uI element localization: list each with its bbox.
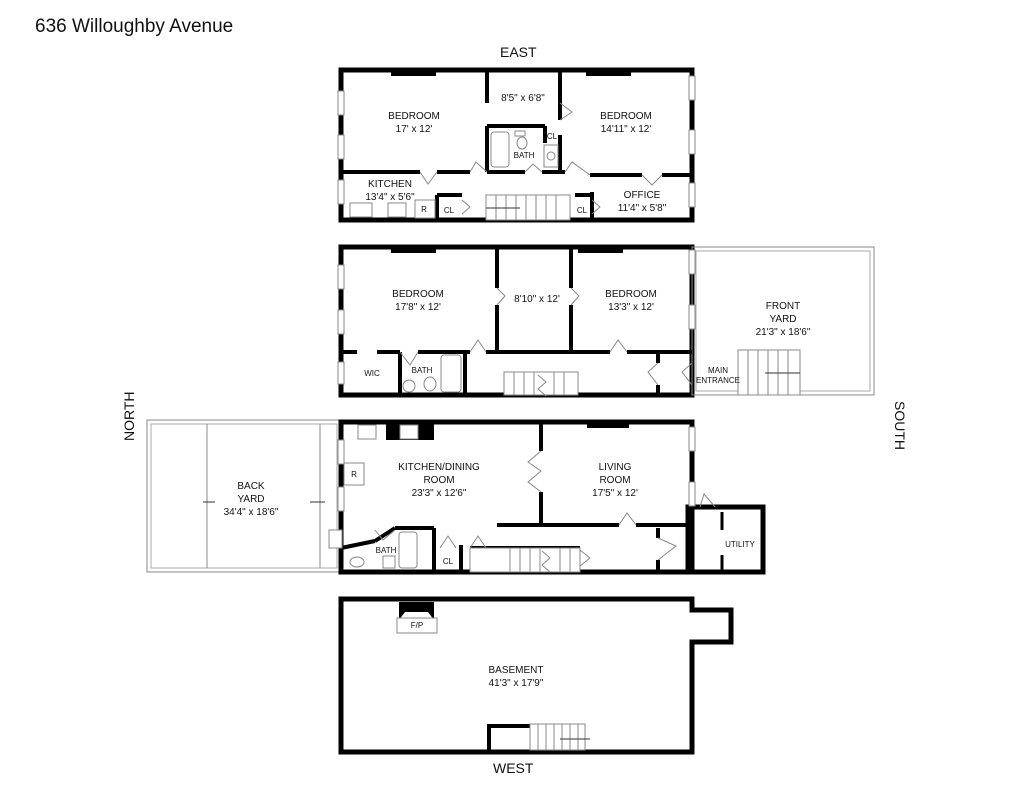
room-closet-parlor: CL xyxy=(442,557,454,566)
room-wic: WIC xyxy=(364,369,380,378)
room-middle-second: 8'10" x 12' xyxy=(514,294,560,305)
appliance-refrigerator-parlor: R xyxy=(351,470,357,479)
fireplace-label: F/P xyxy=(410,621,424,630)
compass-west: WEST xyxy=(493,760,534,776)
room-bath-second: BATH xyxy=(411,366,433,375)
appliance-refrigerator-top: R xyxy=(421,205,427,214)
top-floor-interior xyxy=(341,70,692,220)
room-hall-top: 8'5" x 6'8" xyxy=(501,93,545,104)
room-closet-top-2: CL xyxy=(443,206,455,215)
page-title: 636 Willoughby Avenue xyxy=(35,16,234,37)
room-bath-parlor: BATH xyxy=(375,546,397,555)
room-utility: UTILITY xyxy=(725,540,755,549)
room-closet-top-1: CL xyxy=(546,132,558,141)
room-bath-top: BATH xyxy=(513,151,535,160)
room-closet-top-3: CL xyxy=(576,206,588,215)
compass-east: EAST xyxy=(500,44,537,60)
